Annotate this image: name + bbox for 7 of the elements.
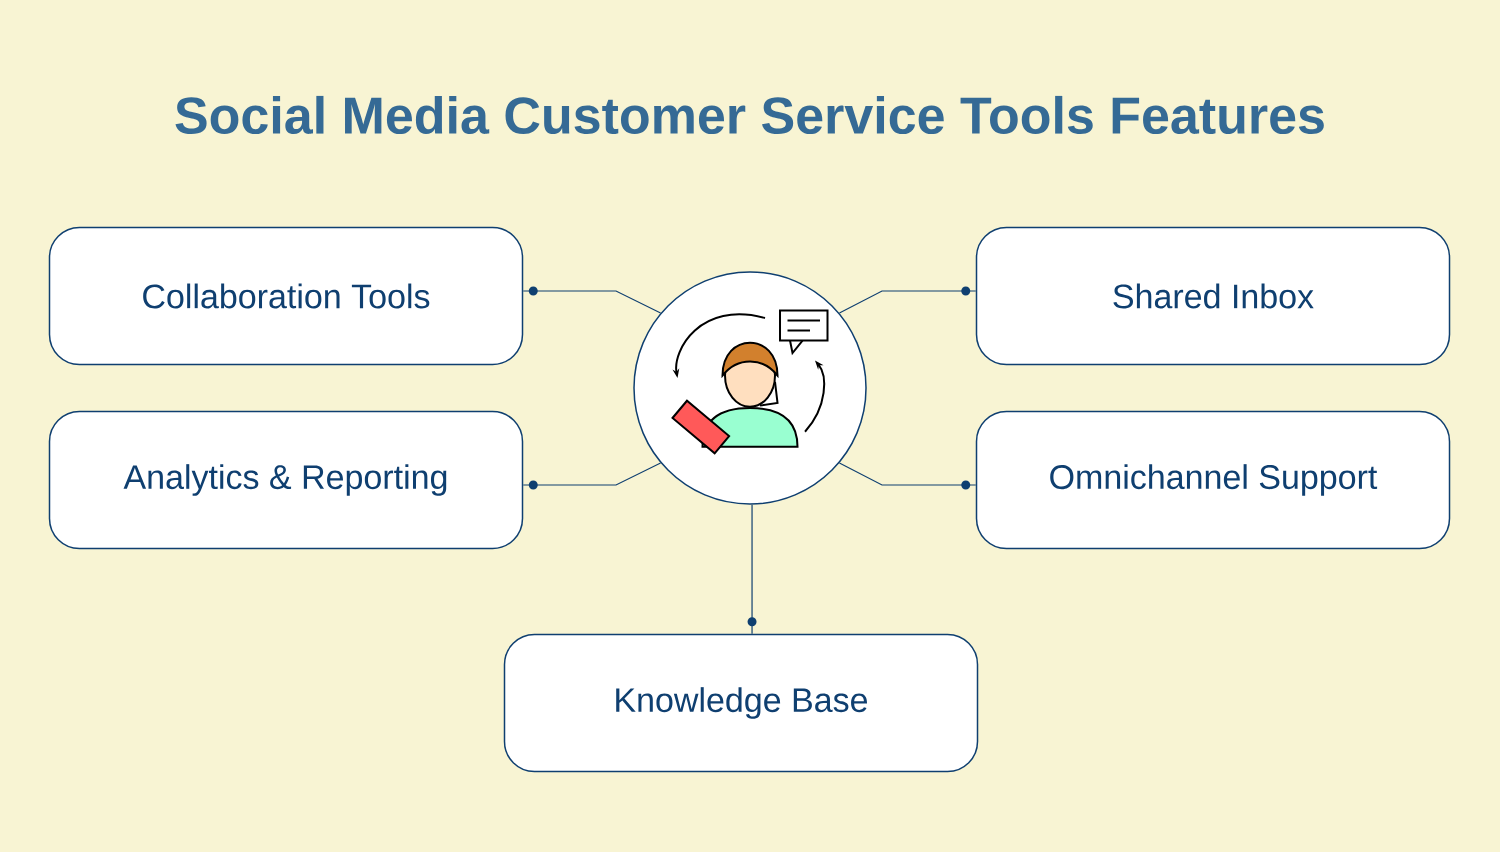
feature-box: Knowledge Base (503, 633, 979, 773)
feature-box: Collaboration Tools (48, 226, 524, 366)
feature-box: Omnichannel Support (975, 410, 1451, 550)
connector-line (751, 504, 753, 635)
title: Social Media Customer Service Tools Features (175, 95, 1324, 135)
feature-box: Analytics & Reporting (48, 410, 524, 550)
feature-box: Shared Inbox (975, 226, 1451, 366)
